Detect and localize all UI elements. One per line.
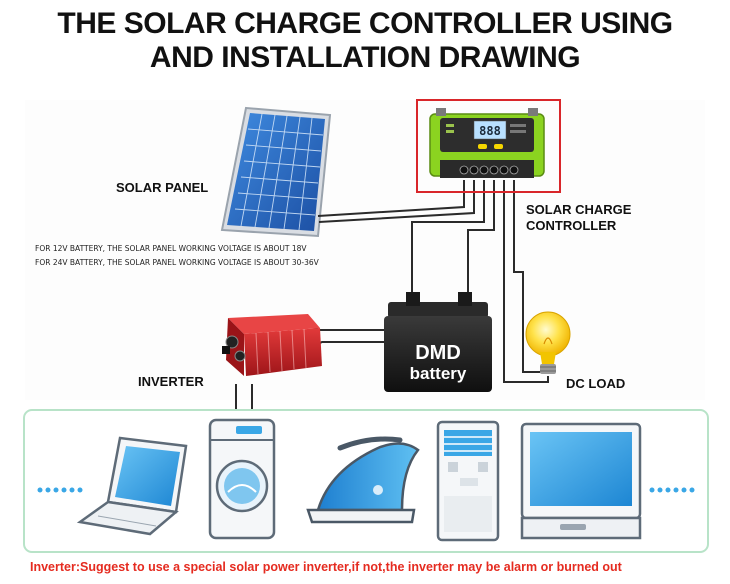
- dc-load-label: DC LOAD: [566, 376, 626, 391]
- solar-panel-label: SOLAR PANEL: [116, 180, 209, 195]
- note-12v-battery: FOR 12V BATTERY, THE SOLAR PANEL WORKING…: [35, 244, 307, 253]
- washing-machine-icon: [208, 418, 276, 540]
- controller-highlight-box: [416, 99, 561, 193]
- footer-warning: Inverter:Suggest to use a special solar …: [30, 560, 622, 574]
- left-dotted-arrow: [37, 487, 83, 493]
- air-conditioner-icon: [436, 420, 500, 542]
- lcd-readout: 888: [479, 124, 501, 138]
- battery-brand: DMD: [415, 342, 461, 364]
- right-dotted-arrow: [649, 487, 695, 493]
- solar-charge-controller: 888: [416, 99, 561, 193]
- inverter-label: INVERTER: [138, 374, 204, 389]
- battery-word: battery: [409, 364, 467, 383]
- title-line-1: THE SOLAR CHARGE CONTROLLER USING: [57, 7, 673, 40]
- lcd-screen: [473, 120, 507, 140]
- controller-label-line-1: SOLAR CHARGE: [526, 202, 632, 217]
- controller-label-line-2: CONTROLLER: [526, 218, 617, 233]
- title-line-2: AND INSTALLATION DRAWING: [149, 41, 581, 74]
- steam-iron-icon: [306, 436, 420, 524]
- light-bulb-icon: [525, 311, 571, 374]
- tv-monitor-icon: [520, 422, 642, 540]
- inverter-icon: [222, 314, 322, 376]
- laptop-icon: [76, 436, 188, 536]
- solar-panel-icon: [220, 106, 332, 238]
- note-24v-battery: FOR 24V BATTERY, THE SOLAR PANEL WORKING…: [35, 258, 319, 267]
- battery-icon: [384, 292, 492, 392]
